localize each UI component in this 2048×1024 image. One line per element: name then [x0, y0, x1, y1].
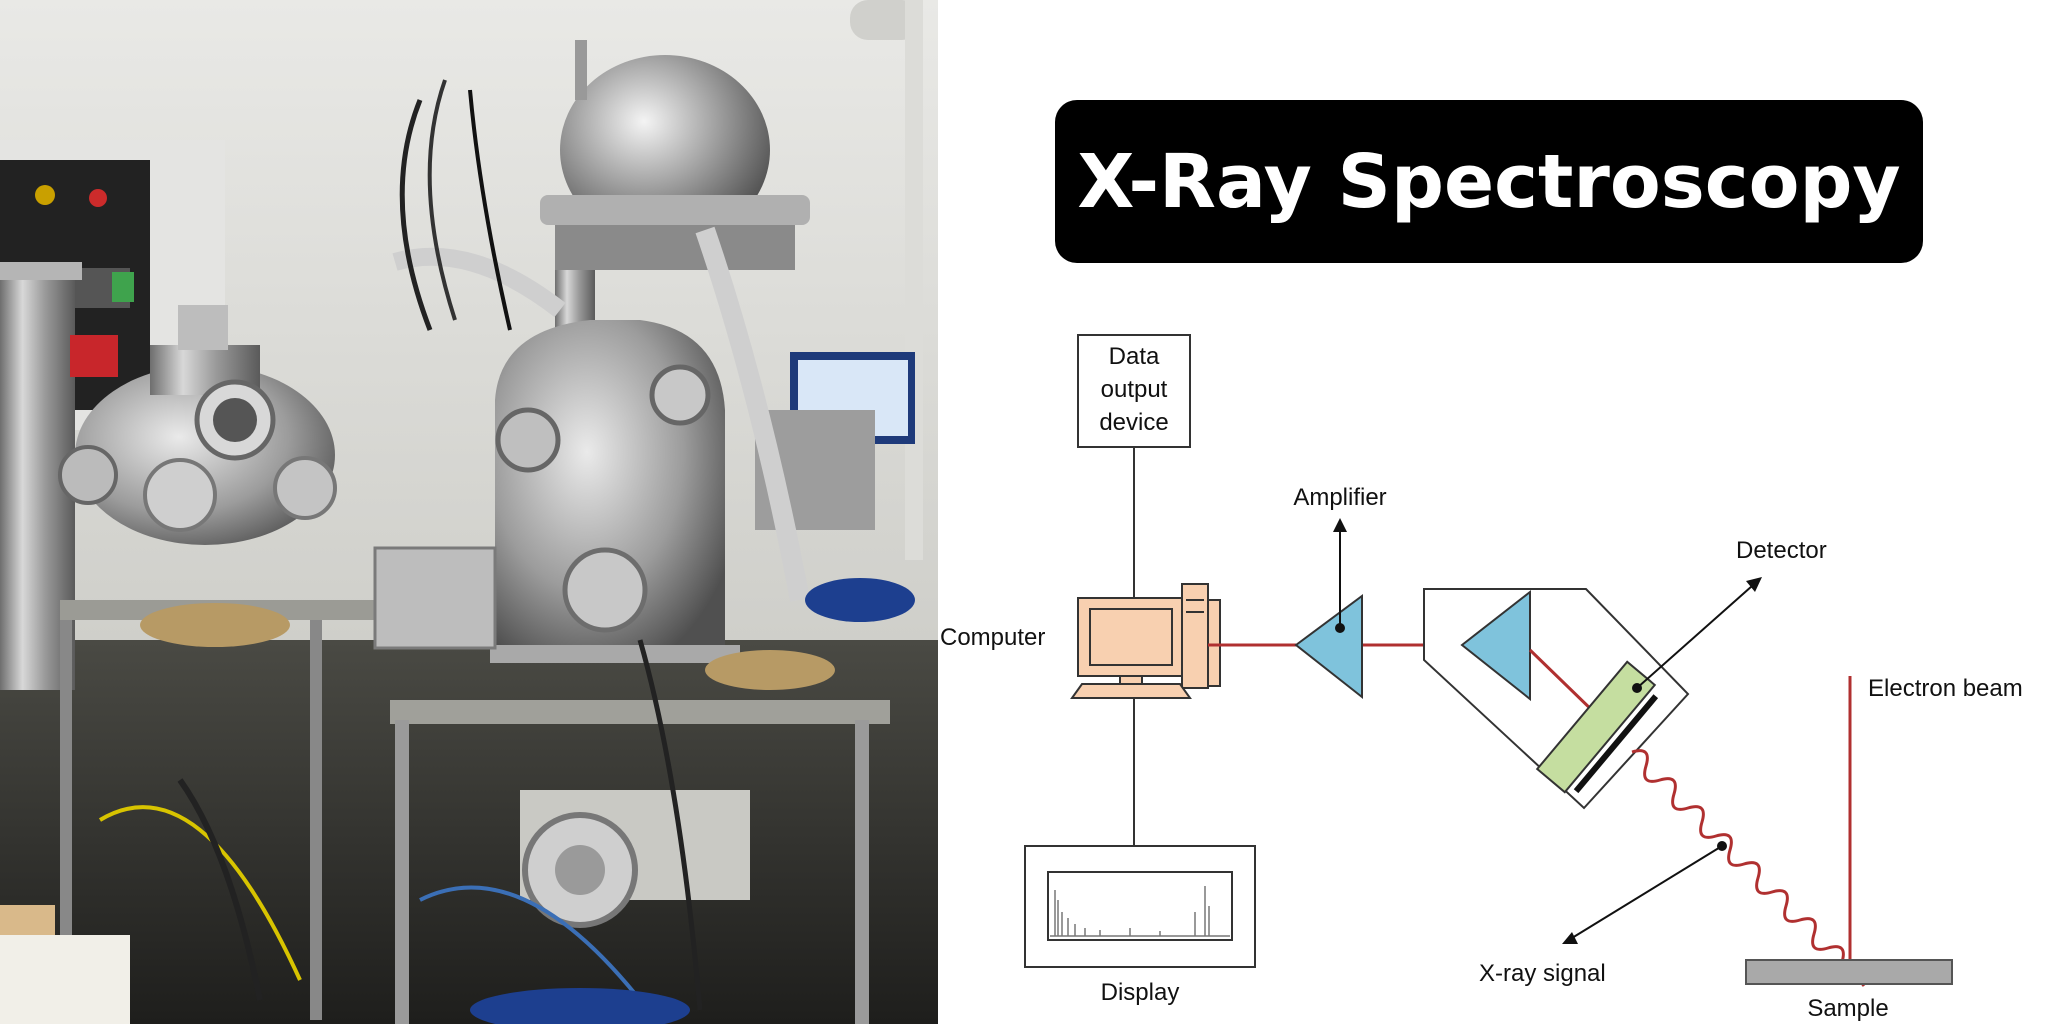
xray-wave	[1631, 749, 1866, 987]
sample-label: Sample	[1807, 995, 1888, 1022]
xray-signal-label: X-ray signal	[1479, 960, 1606, 987]
spectrum-peaks	[1050, 886, 1230, 937]
data-output-device-box	[1077, 334, 1191, 448]
title-banner: X-Ray Spectroscopy	[1055, 100, 1923, 263]
computer-label: Computer	[940, 624, 1045, 651]
xray-signal-arrow-line	[1571, 845, 1723, 939]
detector-internal-line	[1528, 648, 1600, 718]
amplifier-label: Amplifier	[1293, 484, 1386, 511]
sample-block	[1745, 959, 1953, 985]
data-output-label-line2: output	[1101, 376, 1168, 403]
spectrum-display-icon	[1047, 871, 1233, 941]
xray-signal-arrow-head	[1562, 932, 1578, 944]
data-output-label-line3: device	[1099, 409, 1168, 436]
detector-label: Detector	[1736, 537, 1827, 564]
amplifier-arrow-head	[1333, 518, 1347, 532]
amplifier-triangle-icon	[1294, 594, 1363, 700]
page-title: X-Ray Spectroscopy	[1077, 138, 1901, 225]
data-output-label-line1: Data	[1109, 343, 1160, 370]
detector-arrow-line	[1636, 585, 1753, 689]
vacuum-chamber-illustration	[0, 0, 938, 1024]
apparatus-photo	[0, 0, 938, 1024]
computer-icon	[1070, 583, 1221, 699]
detector-triangle-icon	[1460, 589, 1531, 702]
detector-arrow-head	[1746, 577, 1762, 592]
display-label: Display	[1101, 979, 1180, 1006]
electron-beam-label: Electron beam	[1868, 675, 2023, 702]
detector-crystal	[1535, 660, 1659, 794]
